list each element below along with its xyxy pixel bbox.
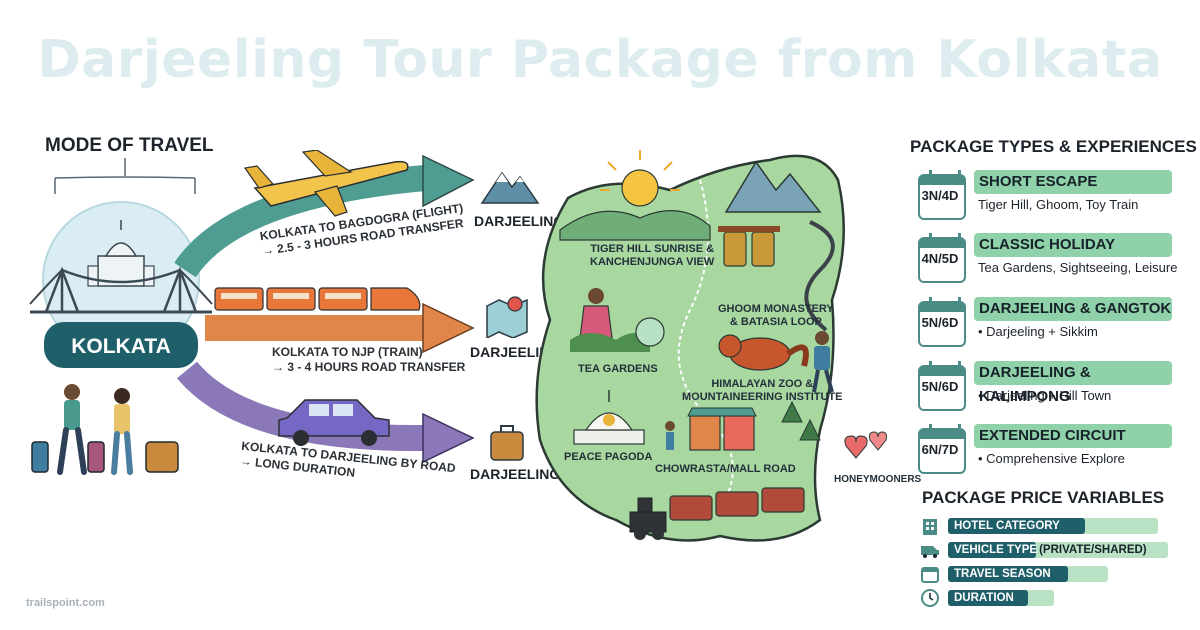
clock-icon	[921, 589, 939, 607]
howrah-bridge-icon	[29, 266, 213, 314]
package-duration: 5N/6D	[921, 315, 959, 330]
tea-picker-icon	[570, 288, 665, 352]
building-icon	[923, 519, 937, 535]
price-level-bar	[948, 566, 1068, 582]
package-description: • Darjeeling + Hill Town	[978, 388, 1112, 403]
price-variable-row: DURATION	[920, 588, 1170, 608]
airplane-icon	[243, 150, 409, 217]
calendar-icon	[918, 170, 966, 220]
price-level-bar	[948, 590, 1028, 606]
package-duration: 6N/7D	[921, 442, 959, 457]
road-route-arrow	[176, 361, 426, 452]
car-icon	[278, 399, 390, 446]
darjeeling-map	[535, 150, 846, 542]
train-icon	[214, 287, 421, 311]
flight-route-arrow	[175, 165, 427, 278]
package-item: 5N/6D DARJEELING & KALIMPONG • Darjeelin…	[918, 361, 1178, 417]
destination-darjeeling-flight: DARJEELING	[474, 213, 565, 229]
bag-icon	[145, 441, 179, 473]
hearts-icon	[844, 431, 887, 459]
package-title: EXTENDED CIRCUIT	[974, 424, 1172, 448]
package-item: 3N/4D SHORT ESCAPE Tiger Hill, Ghoom, To…	[918, 170, 1178, 226]
sun-icon	[600, 150, 680, 207]
price-variable-label: VEHICLE TYPE(PRIVATE/SHARED)	[954, 544, 1147, 556]
package-description: • Comprehensive Explore	[978, 451, 1125, 466]
teapot-icon	[635, 317, 665, 347]
travelers-illustration	[31, 384, 179, 475]
package-item: 4N/5D CLASSIC HOLIDAY Tea Gardens, Sight…	[918, 233, 1178, 289]
prayer-wheel-icon	[718, 226, 780, 267]
price-variable-label: DURATION	[954, 592, 1014, 604]
mode-of-travel-heading: MODE OF TRAVEL	[45, 135, 214, 156]
destination-darjeeling-train: DARJEELING	[470, 344, 561, 360]
package-description: Tea Gardens, Sightseeing, Leisure	[978, 260, 1178, 275]
train-route-label: KOLKATA TO NJP (TRAIN)→ 3 - 4 HOURS ROAD…	[272, 345, 466, 374]
price-variable-label: HOTEL CATEGORY	[954, 520, 1060, 532]
mountaineer-icon	[812, 331, 834, 393]
origin-label: KOLKATA	[71, 335, 171, 358]
map-spot-tea-gardens: TEA GARDENS	[578, 363, 658, 375]
suitcase-icon	[31, 441, 49, 473]
peace-pagoda-icon	[573, 390, 645, 445]
price-variable-row: VEHICLE TYPE(PRIVATE/SHARED)	[920, 540, 1170, 560]
map-pin-icon	[486, 296, 528, 338]
package-duration: 5N/6D	[921, 379, 959, 394]
calendar-icon	[921, 567, 939, 583]
map-spot-chowrasta: CHOWRASTA/MALL ROAD	[655, 463, 796, 475]
package-description: Tiger Hill, Ghoom, Toy Train	[978, 197, 1139, 212]
calendar-icon	[918, 233, 966, 283]
map-spot-tiger-hill: TIGER HILL SUNRISE &KANCHENJUNGA VIEW	[590, 243, 715, 268]
package-item: 5N/6D DARJEELING & GANGTOK • Darjeeling …	[918, 297, 1178, 353]
package-title: DARJEELING & KALIMPONG	[974, 361, 1172, 405]
route-arrows	[175, 150, 475, 464]
toy-train-icon	[629, 487, 805, 540]
luggage-icon	[490, 425, 524, 461]
calendar-icon	[918, 297, 966, 347]
price-variable-row: HOTEL CATEGORY	[920, 516, 1170, 536]
map-spot-himalayan-zoo: HIMALAYAN ZOO &MOUNTAINEERING INSTITUTE	[682, 378, 843, 403]
price-variables-heading: PACKAGE PRICE VARIABLES	[922, 488, 1165, 507]
destination-darjeeling-road: DARJEELING	[470, 466, 561, 482]
red-panda-icon	[718, 334, 809, 371]
mall-road-shops-icon	[665, 407, 757, 451]
package-duration: 3N/4D	[921, 188, 959, 203]
mountain-icon	[724, 160, 822, 213]
calendar-icon	[918, 361, 966, 411]
mountain-icon	[480, 171, 540, 204]
package-types-heading: PACKAGE TYPES & EXPERIENCES	[910, 137, 1197, 156]
price-level-bar	[948, 518, 1085, 534]
site-credit: trailspoint.com	[26, 597, 105, 609]
price-variable-label: TRAVEL SEASON	[954, 568, 1051, 580]
suitcase-icon	[87, 441, 105, 473]
package-title: SHORT ESCAPE	[974, 170, 1172, 194]
package-title: DARJEELING & GANGTOK	[974, 297, 1172, 321]
package-description: • Darjeeling + Sikkim	[978, 324, 1098, 339]
page-title: Darjeeling Tour Package from Kolkata	[37, 30, 1163, 90]
map-spot-ghoom-monastery: GHOOM MONASTERY& BATASIA LOOP	[718, 303, 834, 328]
kolkata-badge: KOLKATA	[29, 201, 213, 368]
van-icon	[921, 546, 939, 558]
price-level-bar	[948, 542, 1036, 558]
map-spot-peace-pagoda: PEACE PAGODA	[564, 451, 653, 463]
calendar-icon	[918, 424, 966, 474]
package-duration: 4N/5D	[921, 251, 959, 266]
package-title: CLASSIC HOLIDAY	[974, 233, 1172, 257]
price-variable-row: TRAVEL SEASON	[920, 564, 1170, 584]
heading-connector	[54, 158, 196, 194]
honeymooners-label: HONEYMOONERS	[834, 474, 922, 485]
package-item: 6N/7D EXTENDED CIRCUIT • Comprehensive E…	[918, 424, 1178, 480]
